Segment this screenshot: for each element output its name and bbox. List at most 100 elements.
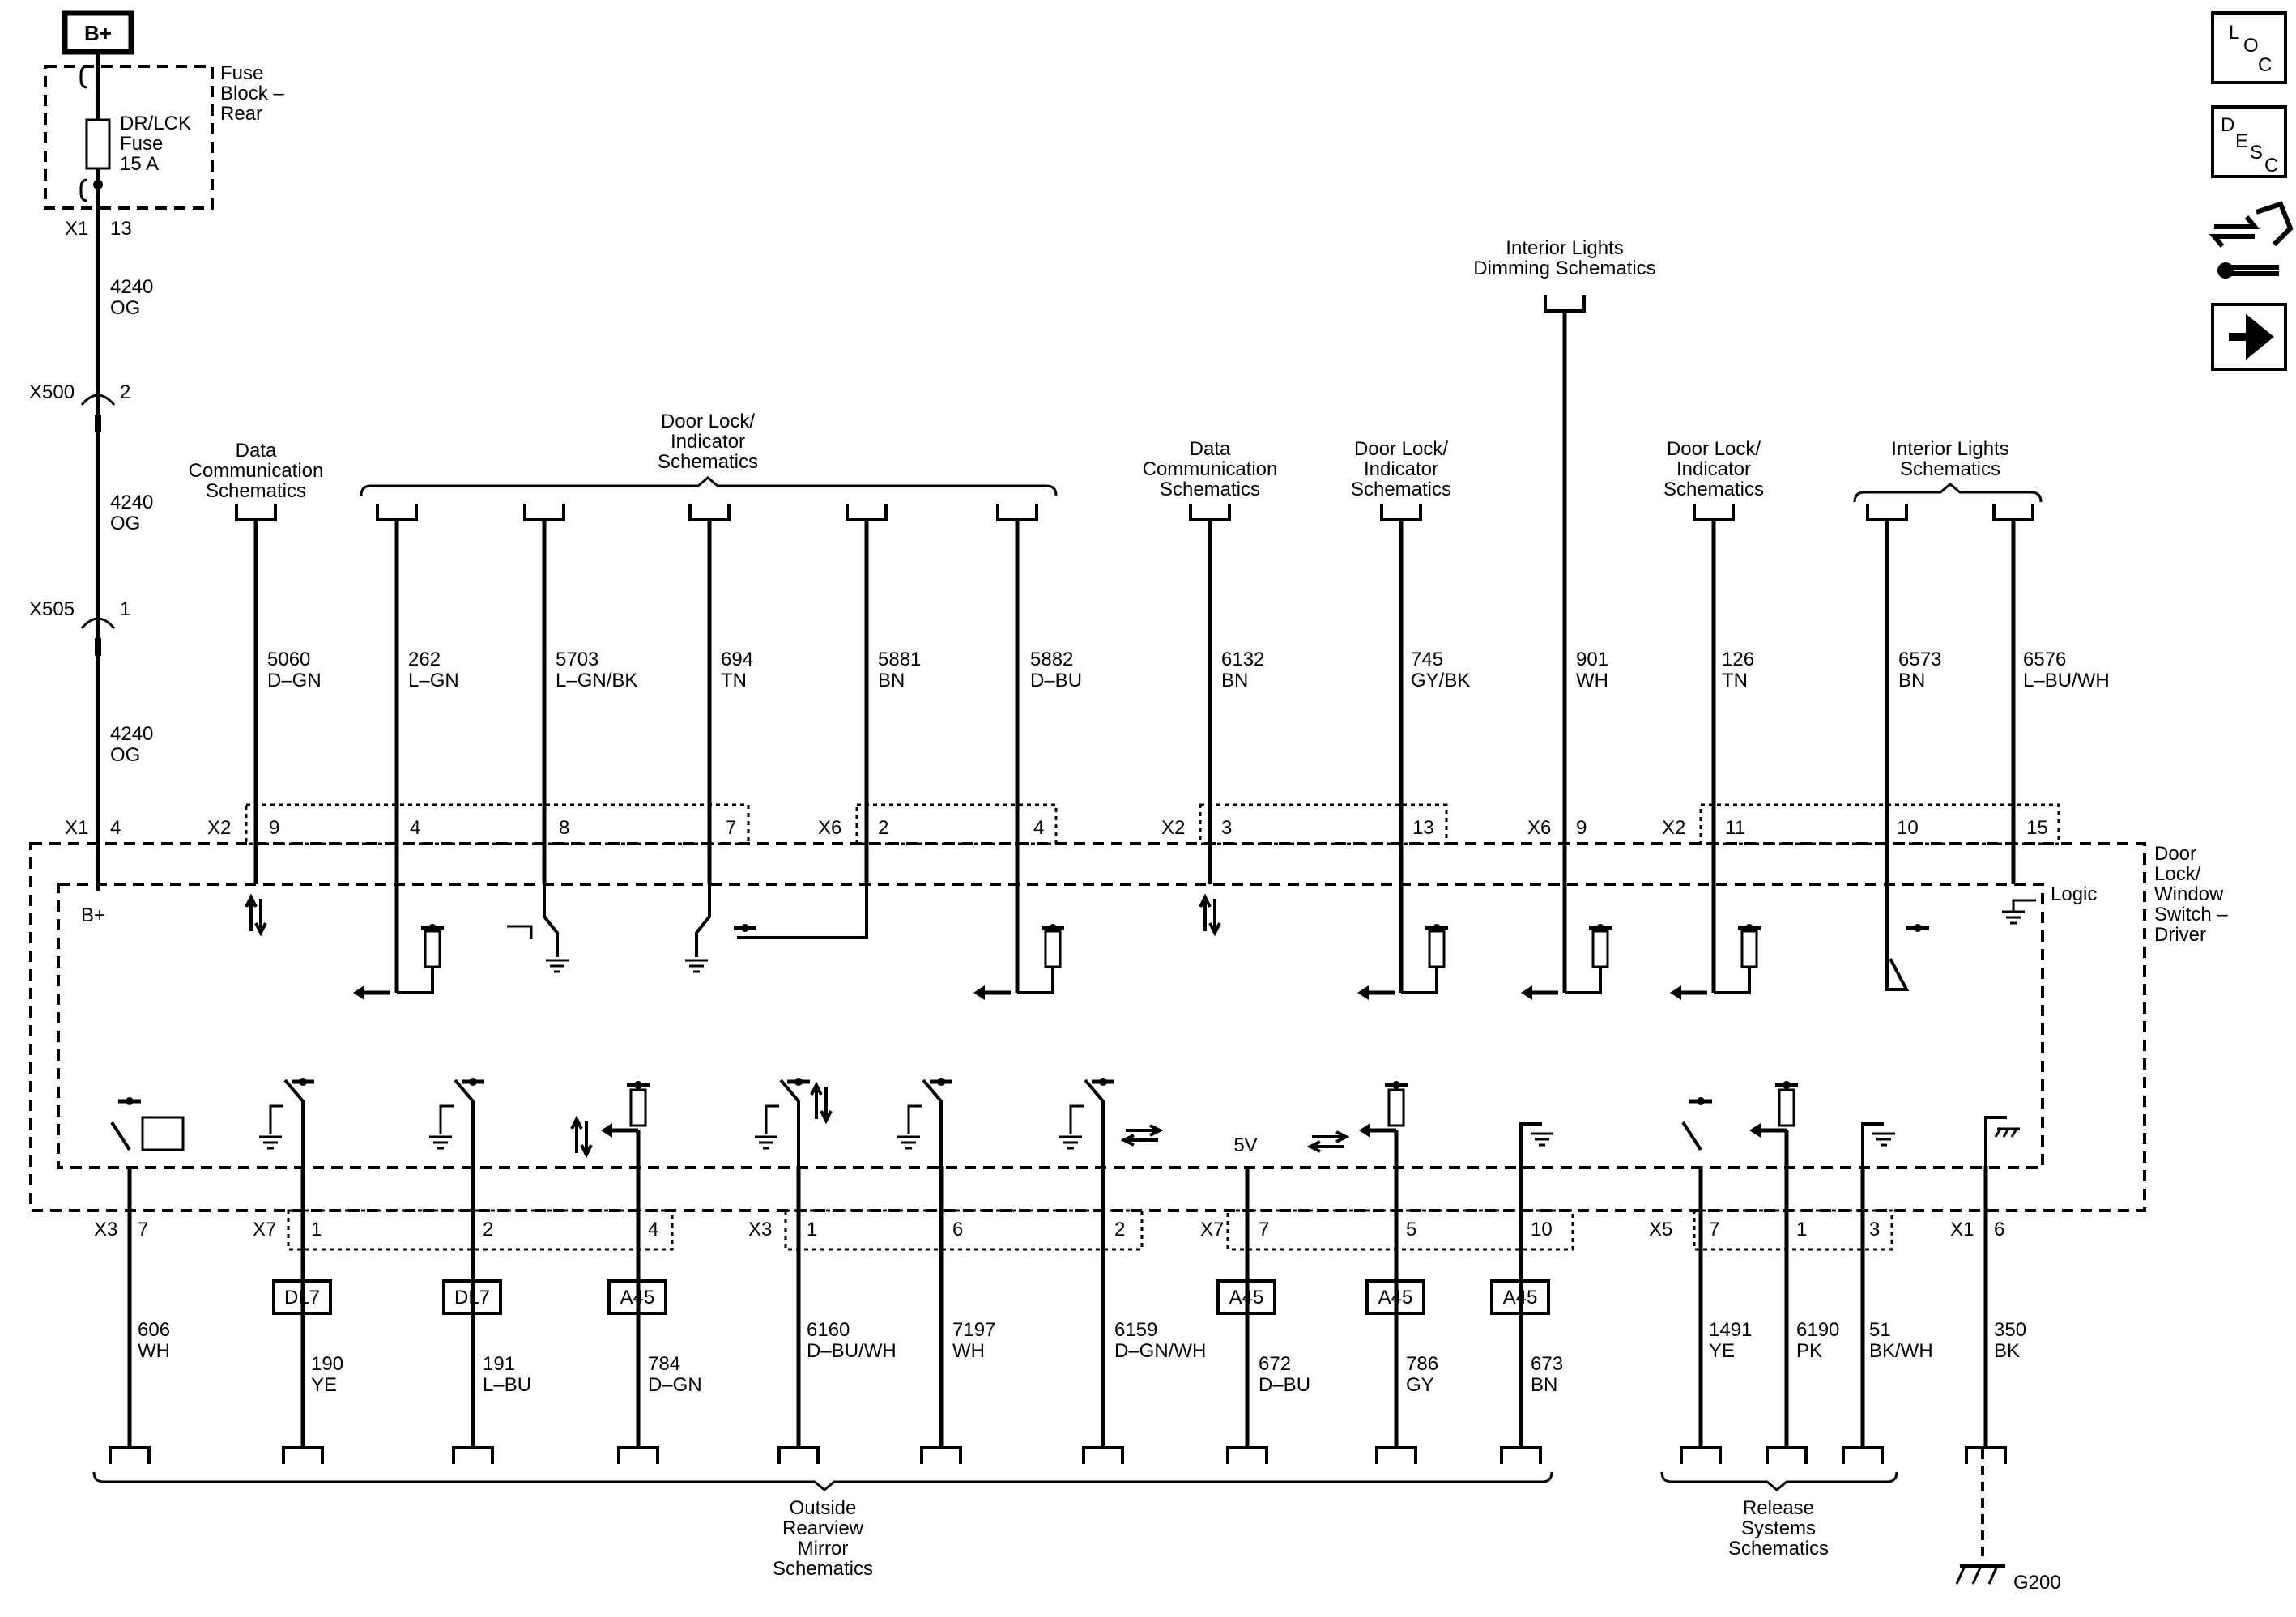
node-dot <box>794 1078 803 1086</box>
ground-icon <box>1059 1135 1082 1150</box>
svg-text:4: 4 <box>410 817 420 839</box>
svg-text:1: 1 <box>1796 1219 1807 1240</box>
wire-segment <box>1565 967 1602 994</box>
svg-text:L: L <box>2229 22 2239 44</box>
ground-icon <box>755 1135 777 1150</box>
svg-text:X2: X2 <box>1161 817 1185 839</box>
svg-text:1: 1 <box>807 1219 817 1240</box>
resistor-icon <box>1428 930 1446 968</box>
connector-terminal-icon <box>1189 504 1231 521</box>
loc-button[interactable]: L O C <box>2211 11 2287 84</box>
chassis-ground-icon <box>1955 1565 1999 1585</box>
desc-button[interactable]: D E S C <box>2211 105 2287 178</box>
fuse-block-pin: 13 <box>110 218 132 240</box>
ground-icon <box>546 959 569 973</box>
resistor-icon <box>1387 1088 1405 1127</box>
wire-segment <box>2012 899 2036 912</box>
svg-text:D: D <box>2221 114 2234 136</box>
resistor-icon <box>1778 1088 1795 1127</box>
node-dot <box>937 1078 945 1086</box>
group-brace <box>1660 1471 1898 1491</box>
switch-icon <box>922 1079 943 1166</box>
logic-label: Logic <box>2051 883 2097 905</box>
inline-connector-icon <box>80 394 116 406</box>
svg-text:2: 2 <box>1114 1219 1125 1240</box>
wire-segment <box>1519 1122 1542 1166</box>
connector-outline <box>245 803 750 845</box>
connector-terminal-icon <box>235 504 277 521</box>
connector-terminal-icon <box>1082 1446 1124 1464</box>
wire-segment <box>1401 967 1438 994</box>
chassis-ground-icon <box>1994 1127 2020 1138</box>
svg-text:10: 10 <box>1897 817 1919 839</box>
svg-text:9: 9 <box>269 817 279 839</box>
inline-connector-pin: 1 <box>120 598 130 620</box>
wire-segment <box>543 884 559 957</box>
connector-terminal-icon <box>1992 504 2034 521</box>
svg-text:7: 7 <box>726 817 736 839</box>
module-outline <box>29 842 2146 1212</box>
connector-outline <box>784 1209 1144 1251</box>
connector-terminal-icon <box>376 504 418 521</box>
ground-icon <box>2002 910 2025 925</box>
svg-text:9: 9 <box>1576 817 1587 839</box>
connector-terminal-icon <box>1965 1446 2007 1464</box>
group-brace <box>360 476 1058 496</box>
connector-terminal-icon <box>1766 1446 1808 1464</box>
connector-terminal-icon <box>846 504 888 521</box>
wire-segment <box>397 967 434 994</box>
connector-terminal-icon <box>1380 504 1422 521</box>
node-dot <box>299 1078 307 1086</box>
wire-segment <box>1885 884 1910 991</box>
group-brace <box>92 1471 1553 1491</box>
bottom-wires <box>109 1166 2007 1464</box>
node-dot <box>634 1081 642 1089</box>
resistor-icon <box>424 930 441 968</box>
wire-segment <box>1069 1104 1084 1134</box>
connector-terminal-icon <box>1680 1446 1722 1464</box>
svg-text:7: 7 <box>1259 1219 1269 1240</box>
svg-text:X7: X7 <box>253 1219 276 1240</box>
logic-outline <box>57 883 2044 1169</box>
node-dot <box>1783 1081 1791 1089</box>
internal-supply-label: B+ <box>81 904 105 926</box>
bidirectional-arrow-icon <box>1199 893 1221 937</box>
svg-text:4: 4 <box>648 1219 658 1240</box>
svg-text:2: 2 <box>878 817 888 839</box>
connector-terminal-icon <box>523 504 565 521</box>
fuse-block-title: Fuse Block – Rear <box>220 62 289 125</box>
node-dot <box>1697 1097 1705 1105</box>
svg-text:X6: X6 <box>1527 817 1551 839</box>
svg-text:6: 6 <box>952 1219 963 1240</box>
svg-text:15: 15 <box>2026 817 2048 839</box>
wire-segment <box>907 1104 922 1134</box>
next-page-button[interactable] <box>2211 303 2287 371</box>
resistor-icon <box>1740 930 1758 968</box>
bottom-connector-labels: X3 7 X7 1 2 4 X3 1 6 2 X7 7 5 10 X5 7 1 … <box>94 1219 2004 1240</box>
wire-segment <box>439 1104 454 1134</box>
wire-segment <box>1984 1116 2007 1166</box>
switch-icon <box>1681 1121 1702 1151</box>
node-dot <box>428 924 437 932</box>
svg-text:4: 4 <box>1033 817 1044 839</box>
switch-icon <box>779 1079 800 1166</box>
svg-text:7: 7 <box>138 1219 148 1240</box>
connector-repair-icon[interactable] <box>2209 201 2294 279</box>
module-feed-connector: X1 <box>65 817 88 839</box>
